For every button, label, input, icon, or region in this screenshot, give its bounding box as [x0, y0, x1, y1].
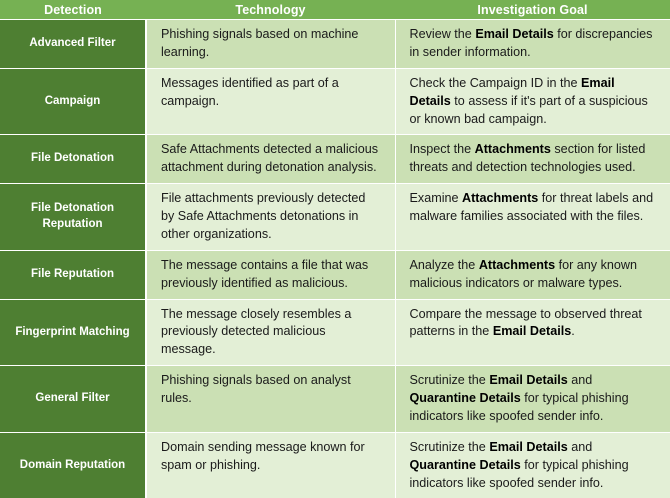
- detection-name-cell: Domain Reputation: [0, 432, 146, 498]
- investigation-goal-text: Inspect the Attachments section for list…: [410, 141, 657, 177]
- technology-description-cell: Domain sending message known for spam or…: [146, 432, 395, 498]
- technology-description-cell: Safe Attachments detected a malicious at…: [146, 135, 395, 184]
- investigation-goal-text: Examine Attachments for threat labels an…: [410, 190, 657, 226]
- investigation-goal-text: Scrutinize the Email Details and Quarant…: [410, 372, 657, 426]
- detection-name-cell: General Filter: [0, 366, 146, 433]
- technology-description-cell: Phishing signals based on analyst rules.: [146, 366, 395, 433]
- investigation-goal-text: Check the Campaign ID in the Email Detai…: [410, 75, 657, 129]
- investigation-goal-text: Review the Email Details for discrepanci…: [410, 26, 657, 62]
- detection-name-cell: Campaign: [0, 68, 146, 135]
- investigation-goal-text: Analyze the Attachments for any known ma…: [410, 257, 657, 293]
- investigation-goal-cell: Check the Campaign ID in the Email Detai…: [395, 68, 670, 135]
- investigation-goal-text: Scrutinize the Email Details and Quarant…: [410, 439, 657, 493]
- investigation-goal-cell: Inspect the Attachments section for list…: [395, 135, 670, 184]
- detection-name-cell: Advanced Filter: [0, 20, 146, 69]
- technology-description-cell: The message closely resembles a previous…: [146, 299, 395, 366]
- technology-description-cell: Phishing signals based on machine learni…: [146, 20, 395, 69]
- column-header-investigation-goal: Investigation Goal: [395, 0, 670, 20]
- detection-name-cell: File Reputation: [0, 250, 146, 299]
- detection-name-cell: File Detonation: [0, 135, 146, 184]
- technology-description-cell: File attachments previously detected by …: [146, 184, 395, 251]
- column-header-technology: Technology: [146, 0, 395, 20]
- investigation-goal-cell: Scrutinize the Email Details and Quarant…: [395, 432, 670, 498]
- column-header-detection: Detection: [0, 0, 146, 20]
- investigation-goal-cell: Compare the message to observed threat p…: [395, 299, 670, 366]
- investigation-goal-cell: Review the Email Details for discrepanci…: [395, 20, 670, 69]
- detection-technology-table-container: Detection Technology Investigation Goal …: [0, 0, 670, 443]
- detection-name-cell: Fingerprint Matching: [0, 299, 146, 366]
- investigation-goal-cell: Scrutinize the Email Details and Quarant…: [395, 366, 670, 433]
- technology-description-cell: Messages identified as part of a campaig…: [146, 68, 395, 135]
- investigation-goal-cell: Analyze the Attachments for any known ma…: [395, 250, 670, 299]
- table-header-row: Detection Technology Investigation Goal: [0, 0, 670, 20]
- technology-description-cell: The message contains a file that was pre…: [146, 250, 395, 299]
- investigation-goal-cell: Examine Attachments for threat labels an…: [395, 184, 670, 251]
- table-header: Detection Technology Investigation Goal: [0, 0, 670, 20]
- detection-name-cell: File Detonation Reputation: [0, 184, 146, 251]
- investigation-goal-text: Compare the message to observed threat p…: [410, 306, 657, 342]
